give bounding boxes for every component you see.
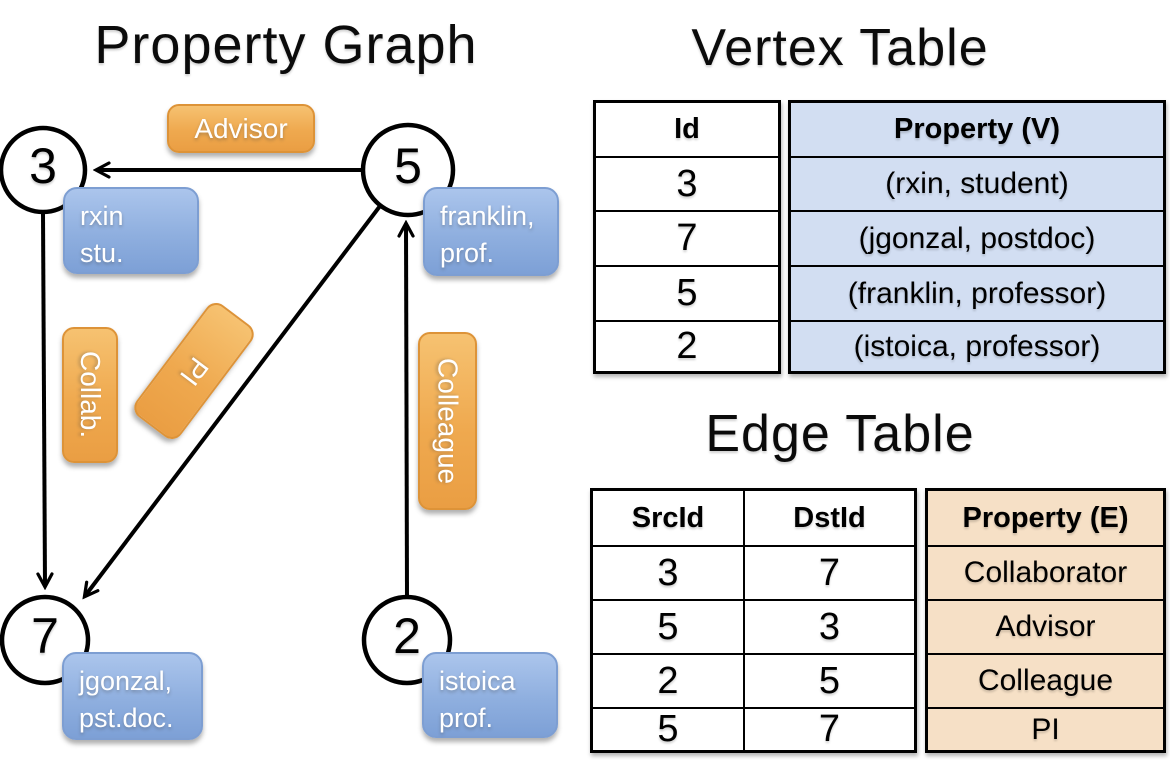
vertex-property-line: prof. [440,238,495,268]
vertex-property-line: rxin [80,201,124,231]
vertex-table-cell: (franklin, professor) [791,265,1163,320]
node-id-5: 5 [394,138,422,194]
edge-table-cell: PI [928,707,1163,750]
node-circle-3 [0,125,88,215]
vertex-table-cell: 7 [596,210,778,265]
vertex-table-property-column: Property (V) (rxin, student) (jgonzal, p… [788,100,1166,374]
edge-label: PI [174,351,215,392]
edge-table-cell: 5 [593,707,745,750]
edge-arrow-3-to-7 [43,212,45,586]
vertex-property-line: prof. [439,703,494,733]
node-id-3: 3 [29,138,57,194]
vertex-table-id-column: Id 3 7 5 2 [593,100,781,374]
edge-table-cell: 3 [593,545,745,599]
vertex-property-line: franklin, [440,201,535,231]
vertex-property-line: stu. [80,238,124,268]
vertex-table-cell: (rxin, student) [791,156,1163,210]
vertex-table-header-id: Id [674,113,700,145]
edge-table-header-srcid: SrcId [593,491,745,545]
edge-label: Colleague [432,357,464,485]
edge-table-property-column: Property (E) Collaborator Advisor Collea… [925,488,1166,753]
edge-label-box-advisor: Advisor [167,104,315,153]
vertex-property-line: pst.doc. [79,703,174,733]
vertex-property-box-istoica: istoica prof. [422,652,558,738]
node-id-2: 2 [393,608,421,664]
edge-table-cell: 7 [745,545,914,599]
vertex-property-line: jgonzal, [79,666,173,696]
edge-table-cell: 5 [745,653,914,707]
edge-table-cell: 5 [593,599,745,653]
edge-table-header-property: Property (E) [928,491,1163,545]
vertex-table-title: Vertex Table [691,19,989,77]
vertex-table-cell: 2 [596,320,778,371]
edge-table-cell: Collaborator [928,545,1163,599]
edge-table-id-columns: SrcId DstId 3 7 5 3 2 5 5 7 [590,488,917,753]
page-title-property-graph: Property Graph [94,15,478,75]
edge-label: Advisor [194,112,288,144]
edge-label-box-colleague: Colleague [418,332,477,510]
vertex-property-box-rxin: rxin stu. [63,187,199,274]
edge-table-header-dstid: DstId [793,501,866,534]
edge-table-cell: 2 [593,653,745,707]
vertex-table-header-property: Property (V) [791,103,1163,156]
vertex-property-box-jgonzal: jgonzal, pst.doc. [62,652,203,740]
edge-table-cell: Advisor [928,599,1163,653]
edge-arrow-2-to-5 [406,224,407,598]
vertex-table-cell: 5 [596,265,778,320]
vertex-property-line: istoica [439,666,516,696]
edge-label: Collab. [75,351,106,439]
node-id-7: 7 [31,608,59,664]
vertex-property-box-franklin: franklin, prof. [423,187,559,276]
vertex-table-cell: (jgonzal, postdoc) [791,210,1163,265]
vertex-table-cell: 3 [596,156,778,210]
edge-table-cell: Colleague [928,653,1163,707]
edge-table-cell: 7 [745,707,914,750]
edge-label-box-collab: Collab. [62,327,118,463]
vertex-table-cell: (istoica, professor) [791,320,1163,371]
edge-table-cell: 3 [745,599,914,653]
edge-arrow-5-to-7 [85,204,382,596]
edge-table-title: Edge Table [705,405,975,463]
